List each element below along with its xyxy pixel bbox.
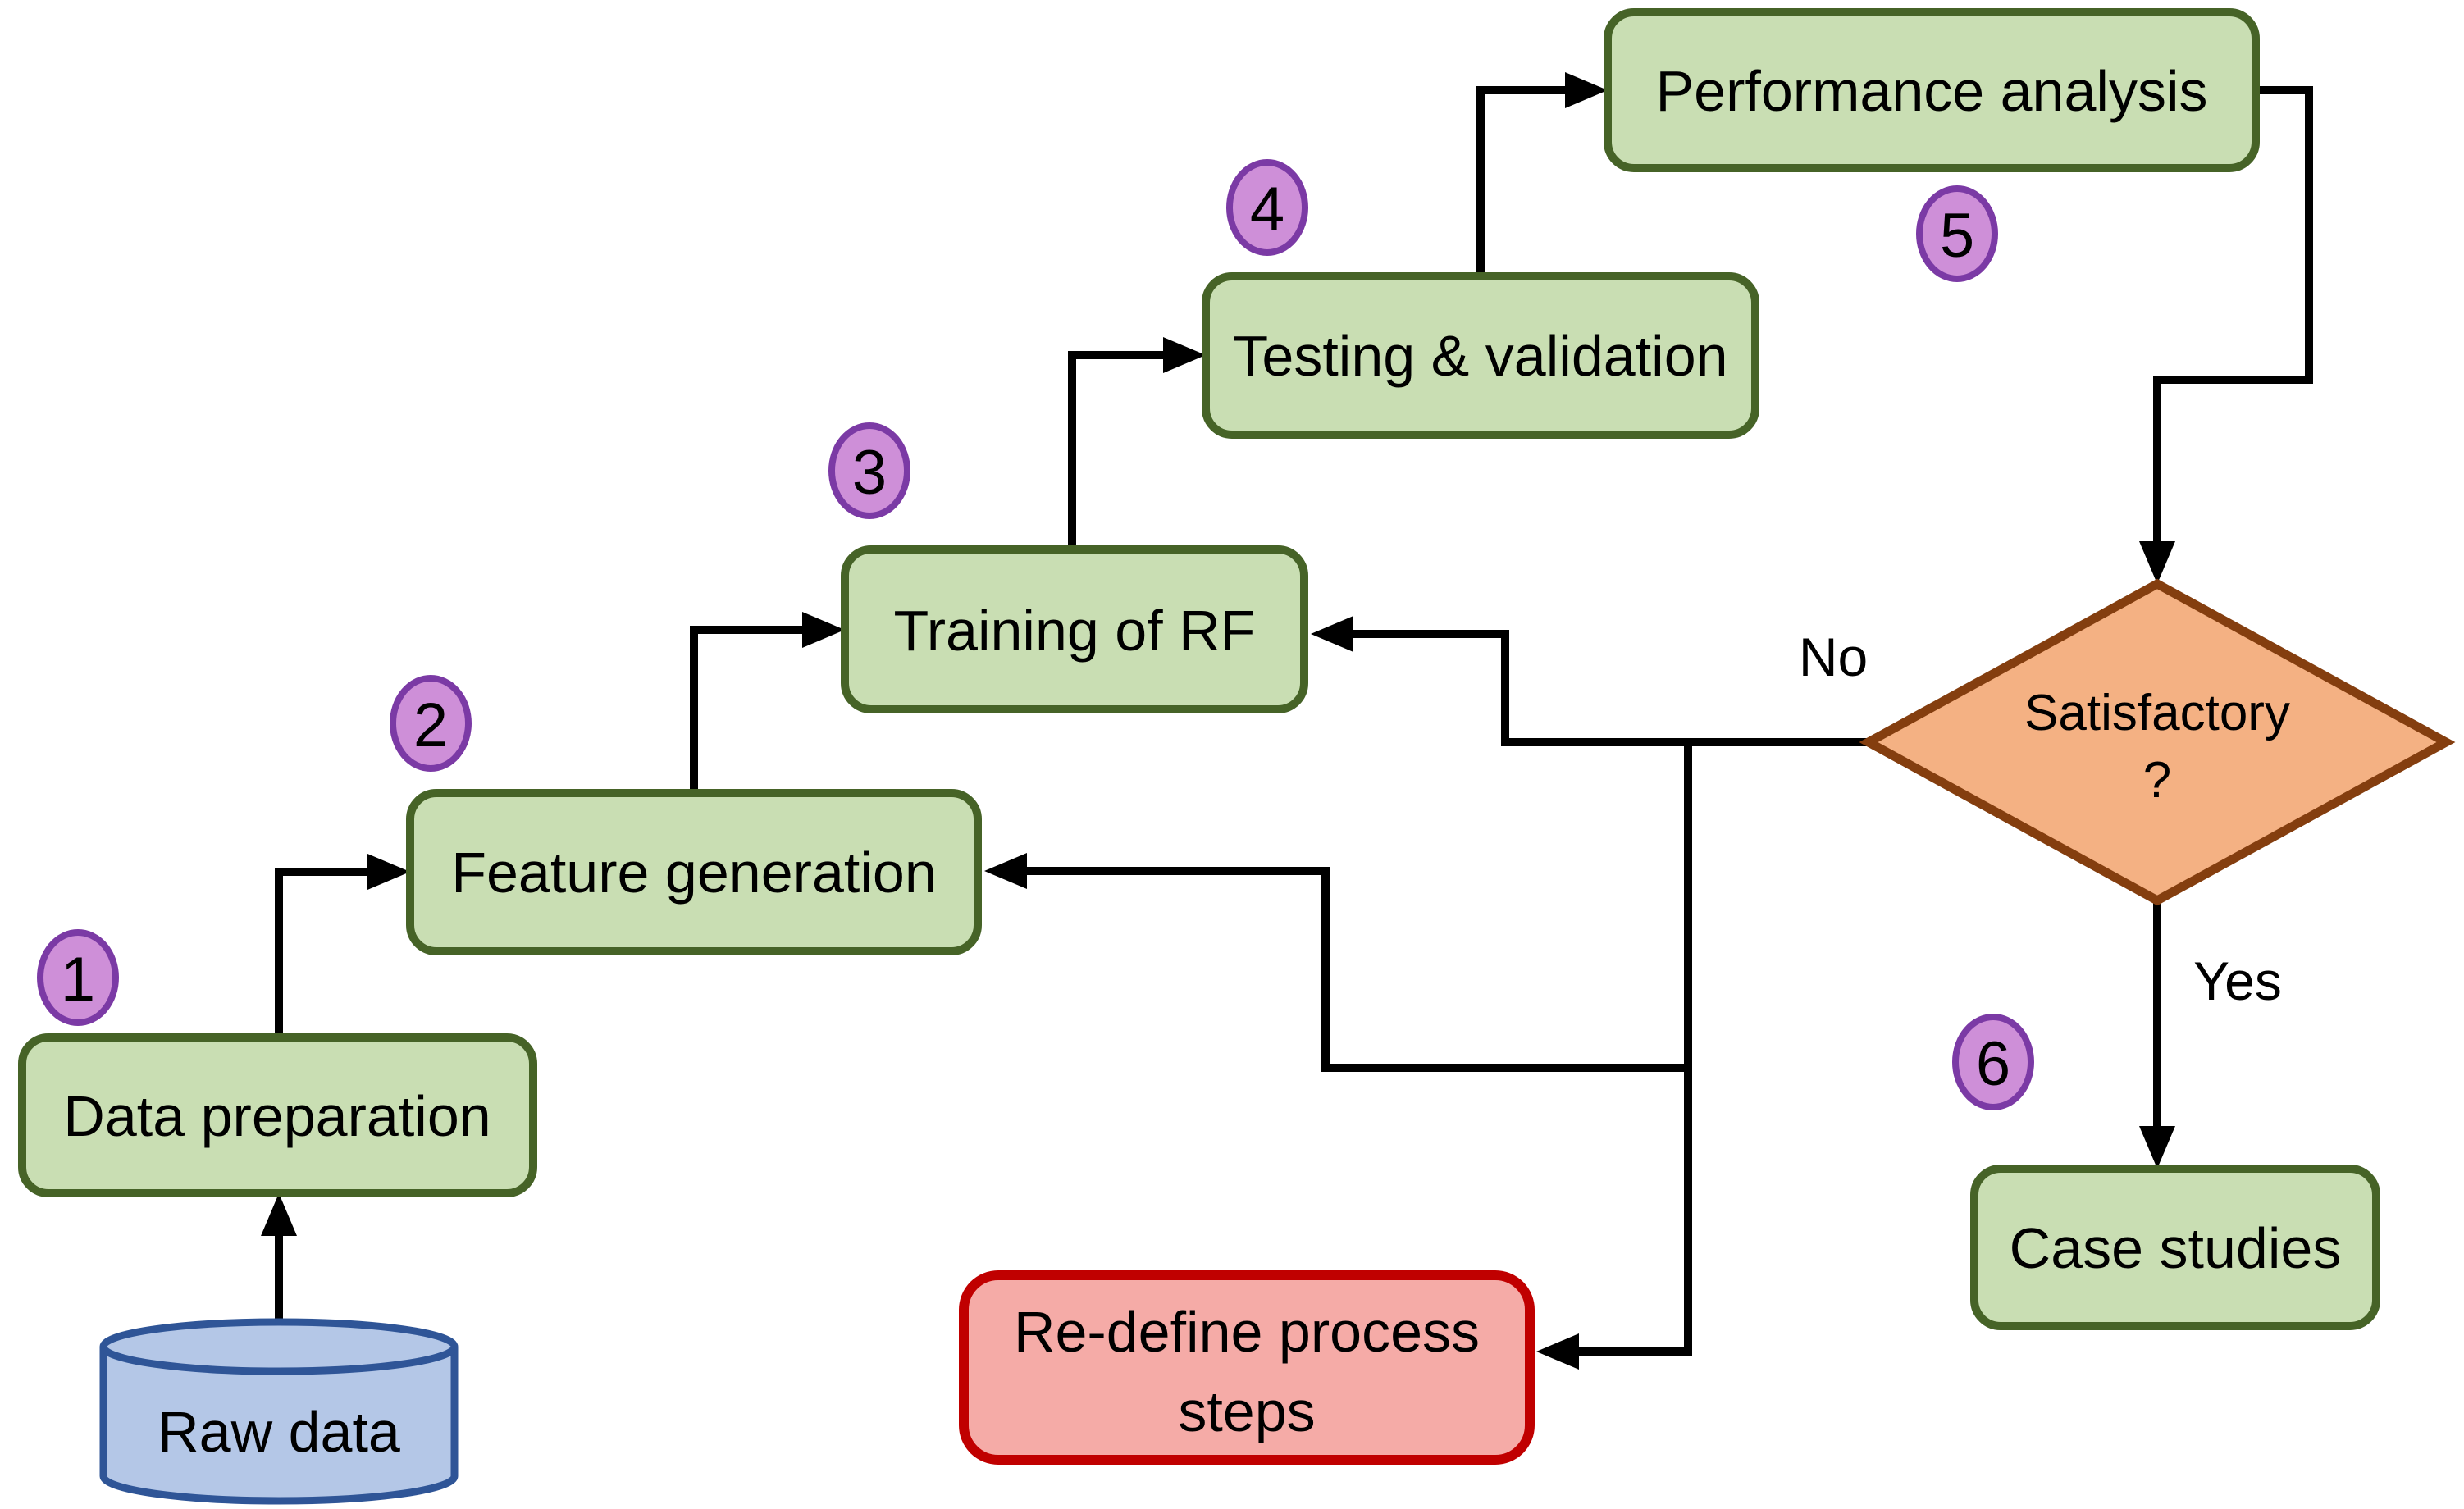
redefine-label-line1: Re-define process (1014, 1300, 1480, 1364)
arrowheads (261, 72, 2175, 1370)
step-badge-5-number: 5 (1940, 201, 1974, 271)
connector-featuregen-training (690, 626, 808, 793)
step-badge-5: 5 (1916, 185, 1998, 282)
step-badge-2-circle (390, 675, 472, 772)
step-badge-3-circle (828, 422, 910, 519)
case-studies-box (1970, 1165, 2380, 1330)
feature-generation-box (406, 789, 982, 955)
testing-validation-label: Testing & validation (1233, 324, 1727, 388)
training-of-rf-box (841, 545, 1308, 713)
node-case-studies: Case studies (1970, 1165, 2380, 1330)
step-badge-6-number: 6 (1976, 1029, 2010, 1099)
connector-no-redefine (1573, 742, 1692, 1356)
step-badge-5-circle (1916, 185, 1998, 282)
arrowhead-into-decision-top (2139, 541, 2175, 584)
arrowhead-into-training-right (1311, 616, 1353, 652)
step-badge-4-number: 4 (1250, 175, 1284, 244)
arrowhead-into-redefine-right (1536, 1333, 1579, 1370)
raw-data-label: Raw data (157, 1400, 400, 1464)
connectors (275, 86, 2313, 1356)
step-badge-4: 4 (1226, 159, 1308, 256)
performance-analysis-label: Performance analysis (1655, 59, 2207, 123)
connector-no-featuregen (1021, 867, 1688, 1072)
node-raw-data: Raw data (99, 1318, 459, 1505)
step-badge-3-number: 3 (852, 438, 887, 508)
step-badges: 1 2 3 4 5 6 (37, 159, 2034, 1110)
edge-label-yes: Yes (2193, 951, 2282, 1011)
satisfactory-diamond (1859, 578, 2456, 906)
cylinder-body (99, 1347, 459, 1505)
step-badge-2-number: 2 (413, 691, 448, 760)
redefine-box (959, 1270, 1535, 1465)
data-preparation-box (18, 1033, 537, 1197)
arrowhead-into-featuregen-right (984, 853, 1027, 889)
arrowhead-into-dataprep (261, 1193, 297, 1236)
connector-dataprep-featuregen (275, 868, 373, 1037)
arrowhead-into-training-left (802, 612, 845, 648)
satisfactory-label-line1: Satisfactory (2024, 685, 2290, 741)
step-badge-1-number: 1 (61, 945, 95, 1014)
step-badge-1: 1 (37, 929, 119, 1026)
arrowhead-into-performance-left (1565, 72, 1608, 108)
node-feature-generation: Feature generation (406, 789, 982, 955)
arrowhead-into-testing-left (1163, 337, 1206, 373)
edge-label-no: No (1799, 627, 1868, 687)
node-redefine-process-steps: Re-define process steps (959, 1270, 1535, 1465)
step-badge-6: 6 (1952, 1014, 2034, 1110)
redefine-label-line2: steps (1178, 1379, 1315, 1443)
node-data-preparation: Data preparation (18, 1033, 537, 1197)
arrowhead-into-casestudies-top (2139, 1126, 2175, 1169)
node-training-of-rf: Training of RF (841, 545, 1308, 713)
training-of-rf-label: Training of RF (894, 599, 1256, 663)
case-studies-label: Case studies (2010, 1216, 2342, 1280)
satisfactory-label-line2: ? (2143, 752, 2171, 809)
performance-analysis-box (1604, 8, 2260, 172)
connector-no-training (1348, 630, 1869, 746)
connector-performance-decision (2153, 86, 2313, 547)
step-badge-3: 3 (828, 422, 910, 519)
step-badge-4-circle (1226, 159, 1308, 256)
data-preparation-label: Data preparation (63, 1084, 491, 1148)
step-badge-2: 2 (390, 675, 472, 772)
feature-generation-label: Feature generation (451, 841, 937, 905)
node-performance-analysis: Performance analysis (1604, 8, 2260, 172)
arrowhead-into-featuregen-left (367, 854, 410, 890)
testing-validation-box (1202, 272, 1759, 439)
connector-testing-performance (1476, 86, 1571, 276)
step-badge-1-circle (37, 929, 119, 1026)
node-satisfactory-decision: Satisfactory ? (1859, 578, 2456, 906)
connector-training-testing (1068, 351, 1169, 549)
cylinder-top (99, 1318, 459, 1375)
step-badge-6-circle (1952, 1014, 2034, 1110)
node-testing-validation: Testing & validation (1202, 272, 1759, 439)
